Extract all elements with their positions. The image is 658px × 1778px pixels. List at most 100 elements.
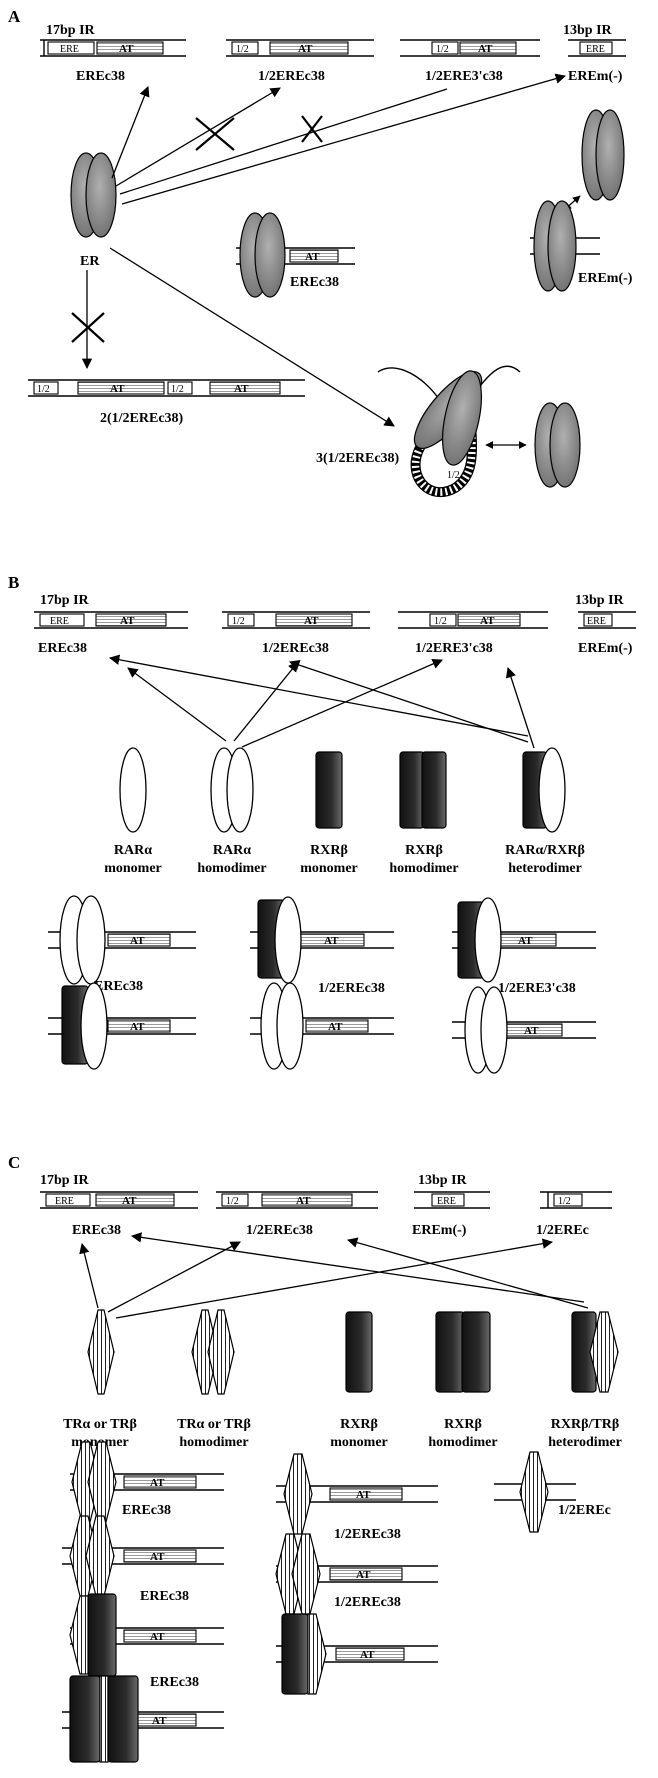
- complex-label: EREc38: [290, 275, 339, 290]
- er-erem-complex: [530, 109, 625, 292]
- site-label: EREc38: [76, 69, 125, 84]
- site-erem-c: ERE: [414, 1191, 490, 1209]
- half-box-label: 1/2: [232, 616, 245, 627]
- complex-c: AT: [276, 1613, 438, 1695]
- svg-text:RXRβ: RXRβ: [310, 843, 348, 858]
- arrow-to-triple-half: [109, 247, 395, 427]
- svg-text:1/2: 1/2: [558, 1196, 571, 1207]
- site-half-ere3-c38-b: 1/2 AT: [398, 611, 548, 629]
- complex-b: AT: [452, 897, 596, 983]
- panel-b-letter: B: [8, 573, 19, 592]
- half-box-label: 1/2: [37, 384, 50, 395]
- rxr-homodimer-icon: [399, 751, 447, 829]
- site-double-half: 1/2 AT 1/2 AT: [28, 379, 305, 397]
- complex-b: AT: [250, 896, 394, 984]
- svg-text:ERE: ERE: [55, 1196, 74, 1207]
- rxr-tr-heterodimer-icon: [571, 1311, 619, 1393]
- receptor-labels-c: TRα or TRβ monomer TRα or TRβ homodimer …: [63, 1417, 622, 1450]
- svg-text:monomer: monomer: [330, 1435, 388, 1450]
- rar-monomer-icon: [119, 747, 147, 833]
- site-label: EREm(-): [412, 1223, 467, 1238]
- complex-c: AT: [70, 1441, 224, 1523]
- svg-text:AT: AT: [518, 935, 533, 947]
- site-erec38-a: ERE AT: [40, 39, 186, 57]
- complex-label: EREc38: [94, 979, 143, 994]
- complex-label: EREc38: [150, 1675, 199, 1690]
- svg-text:RXRβ/TRβ: RXRβ/TRβ: [551, 1417, 619, 1432]
- panel-a: A 17bp IR 13bp IR ERE AT EREc38 1/2 AT 1…: [8, 7, 633, 498]
- svg-text:AT: AT: [360, 1649, 375, 1661]
- panel-c: C 17bp IR 13bp IR ERE AT EREc38 1/2 AT 1…: [8, 1153, 622, 1763]
- complex-b: AT: [250, 982, 394, 1070]
- site-label: EREm(-): [568, 69, 623, 84]
- ir13-label: 13bp IR: [563, 23, 613, 38]
- er-erec38-complex: AT: [236, 212, 355, 298]
- site-label: EREc38: [38, 641, 87, 656]
- complex-c: AT: [69, 1593, 224, 1677]
- at-box-label: AT: [119, 43, 134, 55]
- svg-text:TRα or TRβ: TRα or TRβ: [177, 1417, 251, 1432]
- svg-text:AT: AT: [356, 1569, 371, 1581]
- svg-text:AT: AT: [122, 1195, 137, 1207]
- arrow-b: [289, 660, 529, 743]
- arrow-b: [233, 661, 299, 742]
- at-box-label: AT: [305, 251, 320, 263]
- svg-text:AT: AT: [524, 1025, 539, 1037]
- line-to-half-ere3: [119, 88, 448, 195]
- site-label: EREc38: [72, 1223, 121, 1238]
- svg-text:RXRβ: RXRβ: [340, 1417, 378, 1432]
- site-label: 1/2ERE3'c38: [425, 69, 503, 84]
- arrow-c: [346, 1237, 589, 1309]
- complex-label: EREc38: [122, 1503, 171, 1518]
- tr-homodimer-icon: [191, 1309, 235, 1395]
- panel-a-letter: A: [8, 7, 21, 26]
- receptor-labels-b: RARα monomer RARα homodimer RXRβ monomer…: [104, 843, 585, 876]
- arrow-c: [79, 1242, 99, 1309]
- half-box-label: 1/2: [447, 470, 460, 481]
- no-binding-x-mark: [195, 117, 235, 151]
- site-half-erec38-c: 1/2 AT: [216, 1191, 378, 1209]
- half-box-label: 1/2: [236, 44, 249, 55]
- ere-box-label: ERE: [586, 44, 605, 55]
- site-label: EREm(-): [578, 641, 633, 656]
- site-label: 1/2EREc38: [262, 641, 329, 656]
- svg-text:AT: AT: [150, 1551, 165, 1563]
- arrow-c: [107, 1241, 241, 1313]
- site-erec38-b: ERE AT: [34, 611, 188, 629]
- complex-label: 1/2EREc38: [334, 1527, 401, 1542]
- at-box-label: AT: [478, 43, 493, 55]
- arrow-b: [241, 658, 443, 748]
- svg-text:TRα or TRβ: TRα or TRβ: [63, 1417, 137, 1432]
- svg-text:ERE: ERE: [437, 1196, 456, 1207]
- site-erem-a: ERE: [568, 39, 626, 57]
- site-half-erec-c: 1/2: [540, 1191, 612, 1209]
- complex-c: [494, 1451, 576, 1533]
- complex-c: AT: [276, 1453, 438, 1535]
- svg-text:heterodimer: heterodimer: [548, 1435, 622, 1450]
- half-box-label: 1/2: [436, 44, 449, 55]
- svg-text:AT: AT: [356, 1489, 371, 1501]
- complex-label: EREc38: [140, 1589, 189, 1604]
- ir17-label: 17bp IR: [46, 23, 96, 38]
- tr-monomer-icon: [87, 1309, 115, 1395]
- svg-text:AT: AT: [328, 1021, 343, 1033]
- at-box-label: AT: [110, 383, 125, 395]
- ir13-label: 13bp IR: [418, 1173, 468, 1188]
- complex-c: AT: [62, 1515, 224, 1597]
- svg-text:AT: AT: [150, 1477, 165, 1489]
- complex-b: AT: [48, 982, 196, 1070]
- site-half-ere3-c38-a: 1/2 AT: [400, 39, 540, 57]
- svg-text:monomer: monomer: [104, 861, 162, 876]
- rar-homodimer-icon: [210, 747, 254, 833]
- arrow-b: [127, 667, 227, 742]
- site-half-erec38-a: 1/2 AT: [226, 39, 374, 57]
- svg-text:AT: AT: [130, 935, 145, 947]
- complex-c: AT: [275, 1533, 438, 1615]
- svg-text:RXRβ: RXRβ: [405, 843, 443, 858]
- no-binding-x-mark: [301, 115, 323, 143]
- site-erem-b: ERE: [578, 611, 636, 629]
- svg-text:1/2: 1/2: [226, 1196, 239, 1207]
- ir17-label: 17bp IR: [40, 593, 90, 608]
- svg-text:AT: AT: [130, 1021, 145, 1033]
- site-label: 1/2EREc: [536, 1223, 589, 1238]
